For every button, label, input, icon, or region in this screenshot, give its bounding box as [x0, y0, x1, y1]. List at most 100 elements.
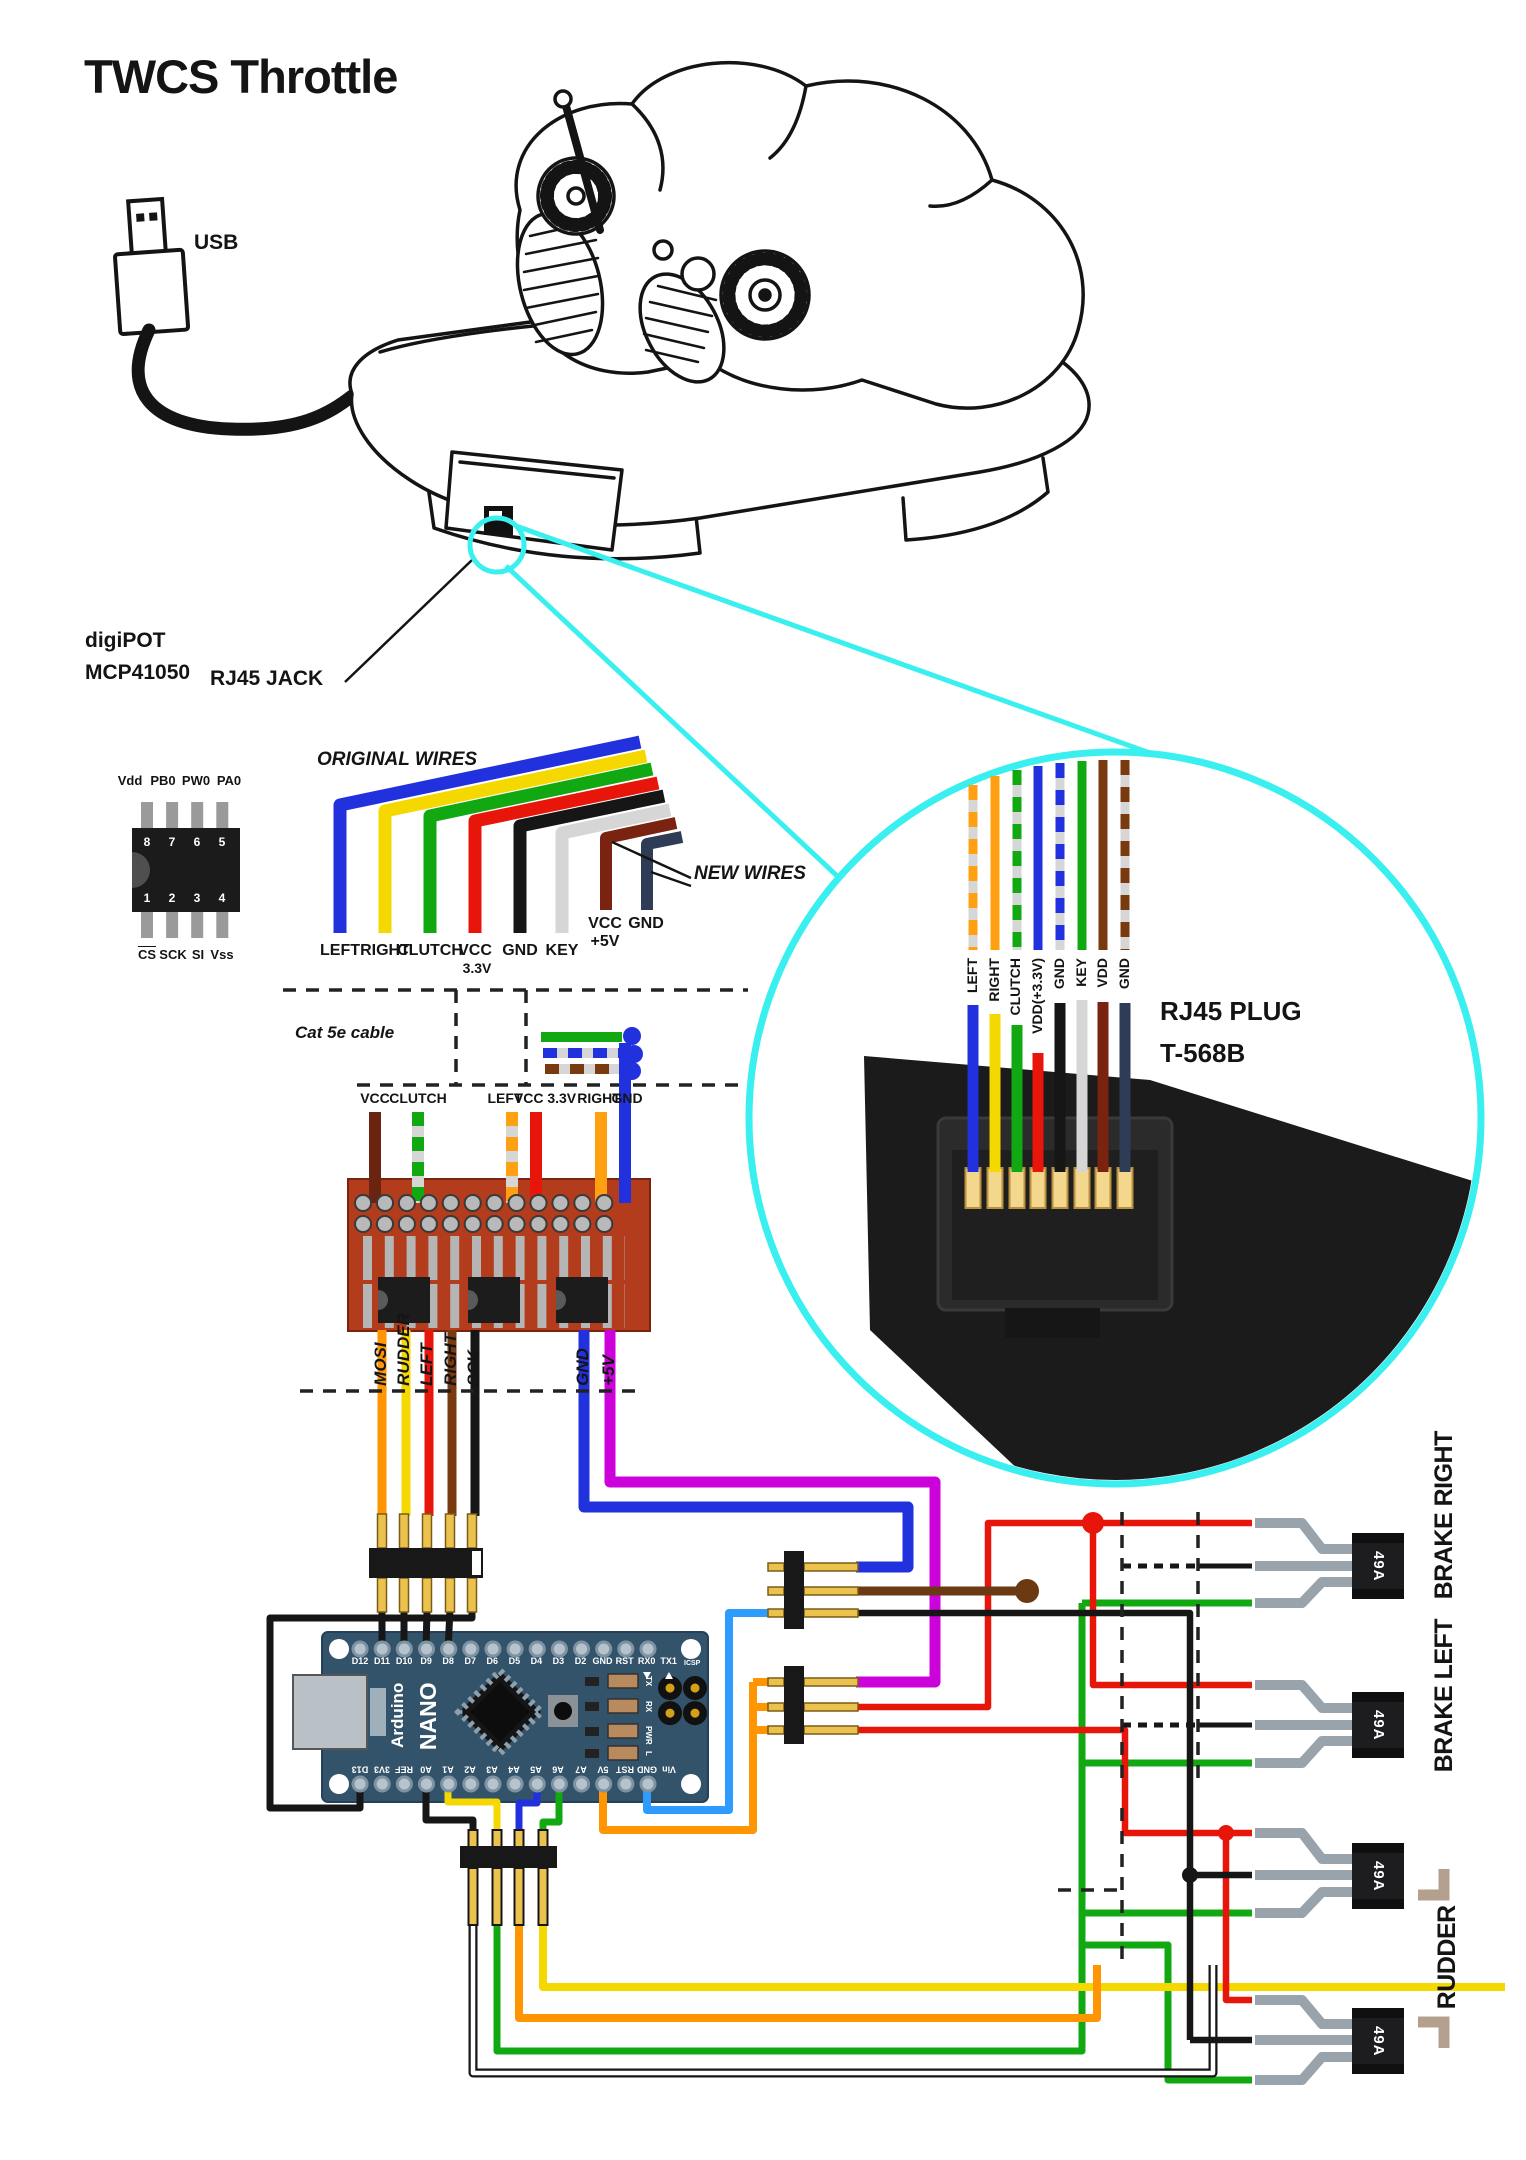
- rj45-circle-striped-wires: [968, 760, 1130, 950]
- rj45-wire-label: VDD: [1094, 958, 1111, 988]
- nano-brand: Arduino: [388, 1682, 408, 1748]
- usb-plug-icon: [113, 196, 191, 337]
- brake-right-label: BRAKE RIGHT: [1429, 1431, 1458, 1600]
- nano-pin-label: D13: [351, 1764, 369, 1775]
- nano-pin-label: REF: [395, 1764, 414, 1775]
- nano-pin-label: A7: [574, 1764, 587, 1775]
- pcb-wire-label-left: LEFT: [487, 1090, 523, 1106]
- rj45-wire-label: RIGHT: [985, 958, 1002, 1002]
- digipot-pin-label-vss: Vss: [210, 947, 234, 962]
- new-wire-label-gnd: GND: [628, 915, 664, 932]
- digipot-pin-number: 8: [143, 835, 151, 849]
- arduino-nano-board: [292, 1631, 709, 1803]
- nano-pin-label: D12: [351, 1656, 369, 1666]
- nano-pin-label: D11: [374, 1656, 391, 1666]
- usb-cable: [131, 323, 359, 436]
- original-wires-label: ORIGINAL WIRES: [317, 749, 478, 770]
- transistor-rudder-1: [1255, 1828, 1404, 1918]
- digipot-pin-number: 5: [218, 835, 226, 849]
- digipot-pin-label: PW0: [181, 773, 211, 788]
- bus-label: +5V: [599, 1355, 619, 1386]
- original-wires: [333, 735, 672, 933]
- transistor-part: 49A: [1370, 1551, 1387, 1582]
- transistor-part: 49A: [1370, 2026, 1387, 2057]
- rj45-wire-label: LEFT: [964, 958, 980, 993]
- transistor-part: 49A: [1370, 1710, 1387, 1741]
- digipot-pin-label: PB0: [150, 773, 176, 788]
- rj45-wire-label: KEY: [1072, 958, 1089, 987]
- throttle-drawing: [348, 60, 1091, 561]
- orig-wire-label-gnd: GND: [502, 942, 538, 959]
- junction-dots: [1015, 1512, 1234, 1883]
- digipot-label-line1: digiPOT: [85, 629, 166, 652]
- orig-wire-label-clutch: CLUTCH: [397, 942, 463, 959]
- nano-pin-label: 5V: [597, 1764, 609, 1775]
- digipot-pin-number: 7: [168, 835, 176, 849]
- rj45-jack-pointer-line: [344, 559, 473, 683]
- page-title: TWCS Throttle: [84, 50, 398, 103]
- rj45-jack-label: RJ45 JACK: [210, 667, 324, 690]
- cat5e-label: Cat 5e cable: [295, 1023, 395, 1042]
- new-wires-label: NEW WIRES: [694, 863, 806, 884]
- nano-pin-label: RST: [615, 1656, 634, 1666]
- nano-pin-label: A4: [508, 1764, 521, 1775]
- orig-wire-label-left: LEFT: [320, 942, 360, 959]
- pcb-wire-label-right: RIGHT: [577, 1090, 621, 1106]
- pcb-wire-label-vcc33: VCC 3.3V: [513, 1090, 577, 1106]
- nano-pin-label: D8: [442, 1656, 454, 1666]
- transistor-rudder-2: [1255, 1995, 1404, 2085]
- nano-model: NANO: [414, 1682, 441, 1751]
- bus-label: MOSI: [371, 1342, 391, 1386]
- orig-wire-label-vcc-sub: 3.3V: [462, 960, 492, 976]
- bus-label: GND: [573, 1348, 593, 1386]
- rj45-jack-circle: [467, 515, 527, 575]
- digipot-chip: [132, 802, 240, 938]
- rj45-wire-label: CLUTCH: [1007, 958, 1024, 1016]
- bus-label: LEFT: [417, 1343, 437, 1386]
- nano-pin-label: D5: [508, 1656, 521, 1666]
- nano-pin-label: A0: [420, 1764, 432, 1775]
- transistor-brake-right: [1255, 1518, 1404, 1608]
- header-5v-3pin: [767, 1666, 859, 1744]
- new-wires-pointer-lines: [611, 840, 692, 888]
- bus-label: RIGHT: [440, 1332, 460, 1386]
- nano-pin-label: A2: [464, 1764, 477, 1775]
- pcb-wire-label-vcc: VCC: [360, 1090, 390, 1106]
- rj45-wire-label: GND: [1115, 958, 1132, 990]
- nano-pin-label: D4: [530, 1656, 543, 1666]
- connector-dashed-lines: [300, 1389, 1200, 1962]
- digipot-pin-number: 6: [193, 835, 201, 849]
- nano-led-label: L: [644, 1751, 653, 1756]
- digipot-pin-label-cs: CS: [137, 947, 157, 962]
- header-5pin: [369, 1513, 483, 1613]
- digipot-pin-number: 1: [143, 891, 151, 905]
- nano-pin-label: RST: [615, 1764, 634, 1775]
- nano-pin-label: D6: [486, 1656, 499, 1666]
- pcb-pads: [354, 1194, 634, 1233]
- nano-pin-label: GND: [636, 1764, 657, 1775]
- nano-pin-label: D7: [464, 1656, 477, 1666]
- nano-pin-label: D9: [420, 1656, 432, 1666]
- nano-pin-label: RX0: [637, 1656, 656, 1666]
- cat5e-cable-box: [283, 988, 748, 1087]
- bus-label: RUDDER: [394, 1313, 414, 1386]
- header-gnd-3pin: [767, 1551, 859, 1629]
- digipot-pin-label-si: SI: [191, 947, 205, 962]
- usb-label: USB: [194, 231, 239, 254]
- rj45-circle-solid-wires: [967, 1000, 1131, 1172]
- nano-pin-label: A3: [486, 1764, 499, 1775]
- nano-pin-label: TX1: [660, 1656, 677, 1666]
- digipot-label-line2: MCP41050: [85, 661, 191, 684]
- digipot-pin-number: 4: [218, 891, 226, 905]
- orig-wire-label-vcc: VCC: [458, 942, 492, 959]
- orig-wire-label-right: RIGHT: [360, 942, 410, 959]
- rudder-bracket-marks: [1418, 1869, 1450, 2048]
- digipot-pin-number: 3: [193, 891, 201, 905]
- pcb-wire-label-clutch: CLUTCH: [389, 1090, 447, 1106]
- nano-pin-label: A1: [442, 1764, 454, 1775]
- cat5e-bundle-dots: [623, 1027, 643, 1080]
- nano-pin-label: D2: [574, 1656, 587, 1666]
- nano-pin-label: A5: [530, 1764, 543, 1775]
- transistor-part: 49A: [1370, 1861, 1387, 1892]
